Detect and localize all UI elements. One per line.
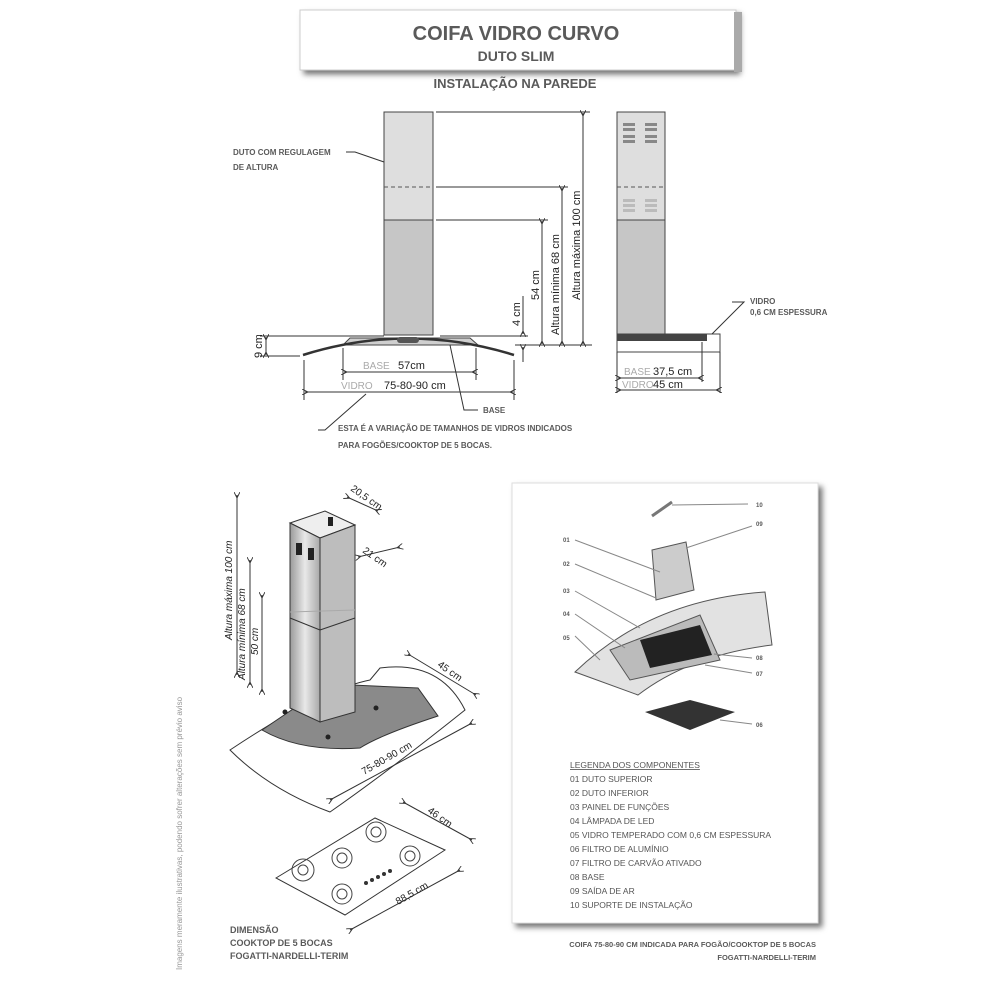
iso-view-max-height-text: Altura máxima 100 cm <box>224 541 235 641</box>
exploded-legend-5-text: 06 FILTRO DE ALUMÍNIO <box>570 844 669 854</box>
iso-view-caption-2-text: COOKTOP DE 5 BOCAS <box>230 938 333 948</box>
front-view-duct-label-1-text: DUTO COM REGULAGEM <box>233 148 331 157</box>
exploded-legend-7-text: 08 BASE <box>570 872 605 882</box>
exploded-callouts-8-text: 09 <box>756 522 763 528</box>
front-view-min-height-text: Altura mínima 68 cm <box>550 234 562 335</box>
side-view-base-depth-text: 37,5 cm <box>653 366 692 378</box>
front-view-note-2-text: PARA FOGÕES/COOKTOP DE 5 BOCAS. <box>338 441 492 450</box>
iso-view-width-top-text: 21 cm <box>360 545 389 570</box>
front-view-glass-word-text: VIDRO <box>341 381 373 392</box>
front-view: DUTO COM REGULAGEM DE ALTURA Altura máxi… <box>233 112 592 450</box>
front-view-base-width-text: 57cm <box>398 360 425 372</box>
exploded-legend-6-text: 07 FILTRO DE CARVÃO ATIVADO <box>570 858 702 868</box>
iso-view-caption-3-text: FOGATTI-NARDELLI-TERIM <box>230 951 348 961</box>
side-view-glass-depth-text: 45 cm <box>653 379 683 391</box>
isometric-view: Altura máxima 100 cm Altura mínima 68 cm… <box>175 483 476 970</box>
exploded-callouts-6-text: 07 <box>756 672 763 678</box>
exploded-legend-0-text: 01 DUTO SUPERIOR <box>570 774 653 784</box>
front-view-glass-width-text: 75-80-90 cm <box>384 380 446 392</box>
side-view-glass-word-text: VIDRO <box>622 380 654 391</box>
iso-view-cooktop-depth-text: 46 cm <box>425 805 454 830</box>
front-view-duct-label-2-text: DE ALTURA <box>233 163 279 172</box>
exploded-callouts-4-text: 05 <box>563 636 570 642</box>
exploded-legend-4-text: 05 VIDRO TEMPERADO COM 0,6 CM ESPESSURA <box>570 830 771 840</box>
exploded-callouts-1-text: 02 <box>563 562 570 568</box>
exploded-callouts-7-text: 08 <box>756 656 763 662</box>
front-view-base-height-text: 4 cm <box>511 302 523 326</box>
iso-view-disclaimer-text: Imagens meramente ilustrativas, podendo … <box>175 696 184 970</box>
exploded-view-panel: 01 02 03 04 05 06 07 08 09 10 LEGENDA DO… <box>511 482 819 962</box>
upper-duct <box>383 111 434 221</box>
front-view-base-label-text: BASE <box>483 406 506 415</box>
side-view-base-word-text: BASE <box>624 367 651 378</box>
exploded-legend-1-text: 02 DUTO INFERIOR <box>570 788 649 798</box>
exploded-legend-9-text: 10 SUPORTE DE INSTALAÇÃO <box>570 900 693 910</box>
exploded-callouts-2-text: 03 <box>563 589 570 595</box>
iso-view-cooktop-width-text: 88,5 cm <box>394 880 430 907</box>
front-view-max-height-text: Altura máxima 100 cm <box>571 191 583 300</box>
exploded-callouts-5-text: 06 <box>756 723 763 729</box>
section-title: INSTALAÇÃO NA PAREDE <box>434 76 597 91</box>
exploded-callouts-9-text: 10 <box>756 503 763 509</box>
lower-duct <box>383 219 434 336</box>
front-view-glass-height-text: 9 cm <box>253 334 265 358</box>
subtitle: DUTO SLIM <box>478 48 555 64</box>
front-view-base-word-text: BASE <box>363 361 390 372</box>
exploded-legend-title-text: LEGENDA DOS COMPONENTES <box>570 760 700 770</box>
side-view: VIDRO 0,6 CM ESPESSURA BASE 37,5 cm VIDR… <box>617 111 828 393</box>
exploded-callouts-3-text: 04 <box>563 612 570 618</box>
exploded-callouts-0-text: 01 <box>563 538 570 544</box>
iso-view-caption-1-text: DIMENSÃO <box>230 925 279 935</box>
exploded-legend-3-text: 04 LÂMPADA DE LED <box>570 816 654 826</box>
side-view-glass-label-2-text: 0,6 CM ESPESSURA <box>750 308 828 317</box>
exploded-legend-2-text: 03 PAINEL DE FUNÇÕES <box>570 802 670 812</box>
exploded-legend-8-text: 09 SAÍDA DE AR <box>570 886 635 896</box>
side-view-glass-label-1-text: VIDRO <box>750 297 775 306</box>
exploded-caption-2-text: FOGATTI-NARDELLI-TERIM <box>717 953 816 962</box>
control-panel <box>397 337 419 343</box>
iso-view-depth-top-text: 20,5 cm <box>348 483 383 512</box>
front-view-note-1-text: ESTA É A VARIAÇÃO DE TAMANHOS DE VIDROS … <box>338 424 573 433</box>
exploded-caption-1-text: COIFA 75-80-90 CM INDICADA PARA FOGÃO/CO… <box>569 940 816 949</box>
front-view-lower-duct-text: 54 cm <box>530 270 542 300</box>
iso-view-min-height-text: Altura mínima 68 cm <box>237 588 248 681</box>
title-box: COIFA VIDRO CURVO DUTO SLIM <box>299 9 742 72</box>
title: COIFA VIDRO CURVO <box>413 23 620 45</box>
iso-view-lower-text: 50 cm <box>250 628 261 655</box>
